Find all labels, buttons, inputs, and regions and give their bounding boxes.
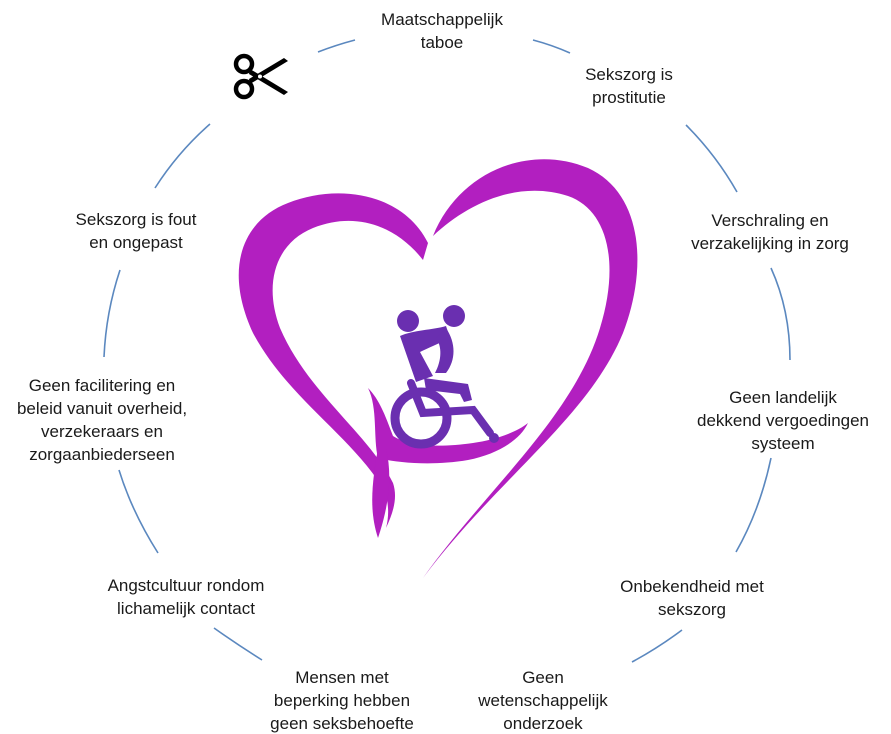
arc-n4-n5 <box>735 457 772 553</box>
node-angstcultuur-rondom-lichamelijk-contact: Angstcultuur rondom lichamelijk contact <box>107 576 265 618</box>
arc-n3-n4 <box>770 267 791 361</box>
scissors-icon <box>230 52 290 102</box>
dancing-couple-icon <box>397 305 472 402</box>
arc-n10-cut <box>154 123 211 189</box>
arc-cut-n1 <box>317 39 356 53</box>
arc-n8-n9 <box>118 469 159 554</box>
wheelchair-icon <box>390 379 499 449</box>
arc-n1-n2 <box>532 39 571 54</box>
node-sekszorg-is-prostitutie: Sekszorg is prostitutie <box>585 65 673 107</box>
node-geen-landelijk-vergoedingen-systeem: Geen landelijk dekkend vergoedingen syst… <box>696 388 870 453</box>
heart-ribbon-icon <box>238 193 428 529</box>
node-geen-wetenschappelijk-onderzoek: Geen wetenschappelijk onderzoek <box>478 668 608 733</box>
heart-hand-wheelchair-dancing-couple-icon <box>238 159 638 578</box>
node-verschraling-en-verzakelijking: Verschraling en verzakelijking in zorg <box>691 211 849 253</box>
arc-n2-n3 <box>685 124 738 193</box>
node-onbekendheid-met-sekszorg: Onbekendheid met sekszorg <box>620 577 764 619</box>
node-sekszorg-is-fout-en-ongepast: Sekszorg is fout en ongepast <box>75 210 197 252</box>
arc-n9-n10 <box>103 269 121 358</box>
node-maatschappelijk-taboe: Maatschappelijk taboe <box>381 10 503 52</box>
node-geen-facilitering-en-beleid: Geen facilitering en beleid vanuit overh… <box>16 376 188 464</box>
node-mensen-met-beperking-geen-seksbehoefte: Mensen met beperking hebben geen seksbeh… <box>270 668 414 733</box>
arc-n7-n8 <box>213 627 263 661</box>
arc-n5-n6 <box>631 629 683 663</box>
